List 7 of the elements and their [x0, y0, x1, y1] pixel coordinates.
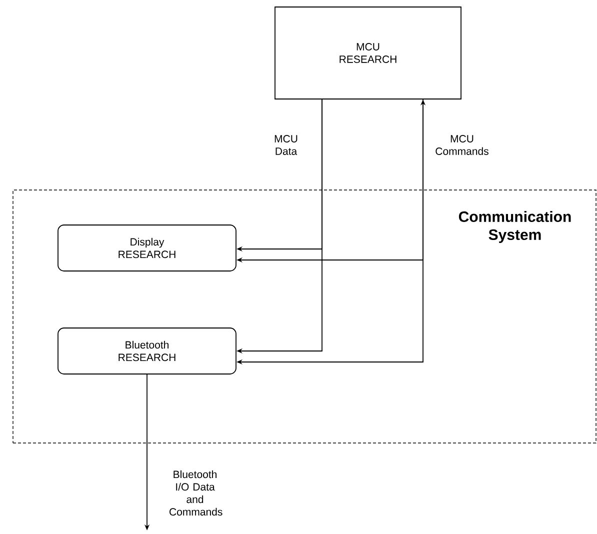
edge-label: Bluetooth I/O Data and Commands	[168, 469, 222, 517]
edge-label: MCU Data	[270, 134, 302, 156]
process-box: MCU RESEARCH	[274, 6, 462, 100]
group-heading: Communication System	[458, 211, 571, 243]
rounded-box: Bluetooth RESEARCH	[58, 328, 236, 374]
rounded-box: Display RESEARCH	[58, 224, 236, 272]
edge-label: MCU Commands	[431, 134, 493, 156]
